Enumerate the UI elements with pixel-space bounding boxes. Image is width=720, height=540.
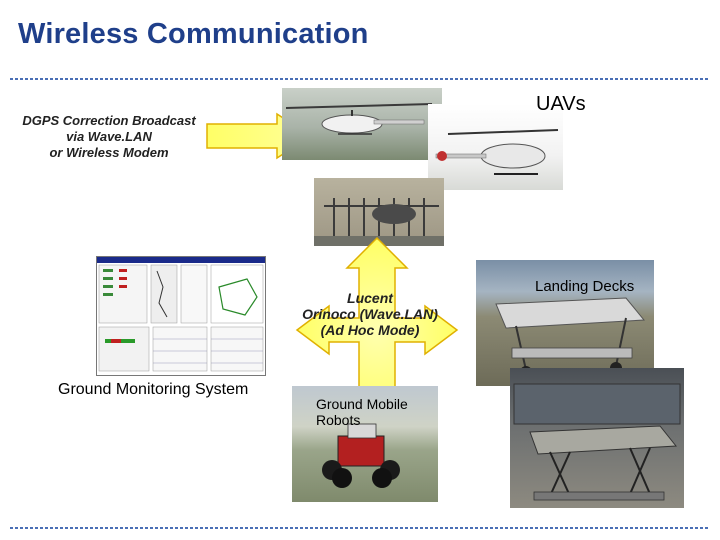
page-title: Wireless Communication [18, 18, 369, 50]
landing-deck-photo-1 [476, 260, 654, 386]
ground-robots-label: Ground Mobile Robots [316, 396, 408, 428]
ground-monitoring-label: Ground Monitoring System [58, 381, 249, 398]
lucent-label-line1: Lucent [347, 290, 393, 306]
dgps-label-line3: or Wireless Modem [49, 145, 169, 160]
landing-decks-label: Landing Decks [535, 278, 635, 295]
uav-photo-1 [282, 88, 442, 160]
title-divider [10, 78, 710, 80]
dgps-label: DGPS Correction Broadcast via Wave.LAN o… [14, 113, 204, 161]
lucent-label-line3: (Ad Hoc Mode) [320, 322, 420, 338]
ground-robots-label-line1: Ground Mobile [316, 396, 408, 412]
landing-deck-photo-2 [510, 368, 684, 508]
bottom-divider [10, 527, 710, 529]
ground-monitoring-screenshot [96, 256, 266, 376]
uav-photo-2 [428, 104, 563, 190]
ground-robot-photo [292, 386, 438, 502]
lucent-label-line2: Orinoco (Wave.LAN) [302, 306, 438, 322]
lucent-label: Lucent Orinoco (Wave.LAN) (Ad Hoc Mode) [290, 290, 450, 338]
dgps-label-line1: DGPS Correction Broadcast [22, 113, 196, 128]
dgps-label-line2: via Wave.LAN [66, 129, 152, 144]
uavs-label: UAVs [536, 93, 586, 115]
ground-robots-label-line2: Robots [316, 412, 361, 428]
